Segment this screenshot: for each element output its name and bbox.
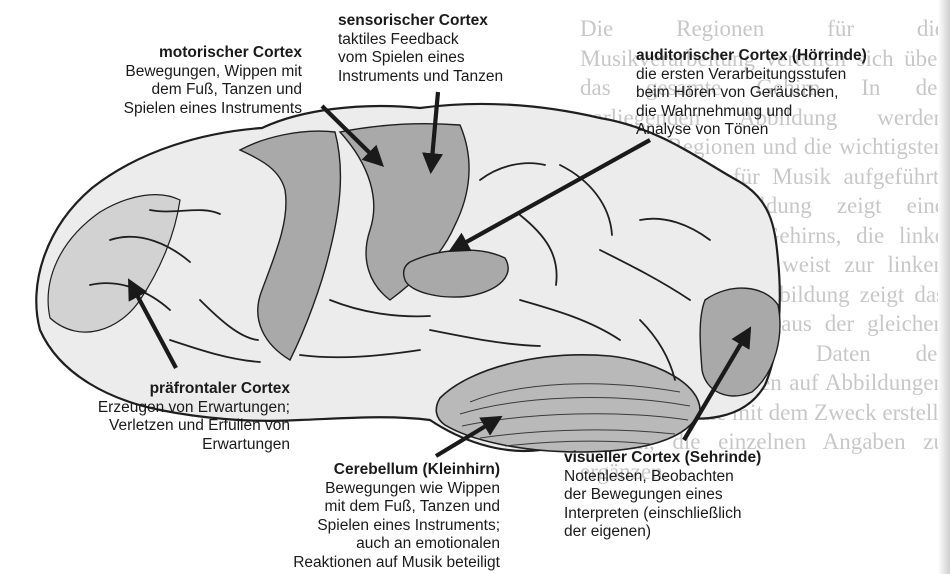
label-prefrontal-cortex-line: Erwartungen <box>15 436 290 455</box>
label-motor-cortex-title: motorischer Cortex <box>52 44 302 63</box>
label-visual-cortex-line: der eigenen) <box>564 523 844 542</box>
label-visual-cortex-line: Interpreten (einschließlich <box>564 505 844 524</box>
label-auditory-cortex-line: Analyse von Tönen <box>636 121 950 140</box>
label-prefrontal-cortex-title: präfrontaler Cortex <box>15 380 290 399</box>
label-visual-cortex: visueller Cortex (Sehrinde) Notenlesen, … <box>564 449 844 542</box>
label-auditory-cortex: auditorischer Cortex (Hörrinde) die erst… <box>636 47 950 140</box>
label-motor-cortex-line: Spielen eines Instruments <box>52 100 302 119</box>
label-auditory-cortex-line: die Wahrnehmung und <box>636 103 950 122</box>
label-sensory-cortex-line: vom Spielen eines <box>338 49 578 68</box>
label-motor-cortex: motorischer Cortex Bewegungen, Wippen mi… <box>52 44 302 118</box>
label-cerebellum-line: Reaktionen auf Musik beteiligt <box>220 554 500 573</box>
label-prefrontal-cortex-line: Verletzen und Erfüllen von <box>15 417 290 436</box>
label-cerebellum-line: mit dem Fuß, Tanzen und <box>220 498 500 517</box>
label-auditory-cortex-title: auditorischer Cortex (Hörrinde) <box>636 47 950 66</box>
label-auditory-cortex-line: die ersten Verarbeitungsstufen <box>636 66 950 85</box>
label-visual-cortex-title: visueller Cortex (Sehrinde) <box>564 449 844 468</box>
label-cerebellum-line: Bewegungen wie Wippen <box>220 480 500 499</box>
label-prefrontal-cortex-line: Erzeugen von Erwartungen; <box>15 399 290 418</box>
label-sensory-cortex-line: taktiles Feedback <box>338 31 578 50</box>
label-sensory-cortex: sensorischer Cortex taktiles Feedback vo… <box>338 12 578 86</box>
label-visual-cortex-line: der Bewegungen eines <box>564 486 844 505</box>
label-motor-cortex-line: Bewegungen, Wippen mit <box>52 63 302 82</box>
label-auditory-cortex-line: beim Hören von Geräuschen, <box>636 84 950 103</box>
label-sensory-cortex-line: Instruments und Tanzen <box>338 68 578 87</box>
label-prefrontal-cortex: präfrontaler Cortex Erzeugen von Erwartu… <box>15 380 290 454</box>
label-cerebellum-line: Spielen eines Instruments; <box>220 517 500 536</box>
label-visual-cortex-line: Notenlesen, Beobachten <box>564 468 844 487</box>
label-cerebellum-line: auch an emotionalen <box>220 535 500 554</box>
label-cerebellum-title: Cerebellum (Kleinhirn) <box>220 461 500 480</box>
label-sensory-cortex-title: sensorischer Cortex <box>338 12 578 31</box>
label-cerebellum: Cerebellum (Kleinhirn) Bewegungen wie Wi… <box>220 461 500 572</box>
label-motor-cortex-line: dem Fuß, Tanzen und <box>52 81 302 100</box>
page-edge-shadow <box>938 0 950 574</box>
